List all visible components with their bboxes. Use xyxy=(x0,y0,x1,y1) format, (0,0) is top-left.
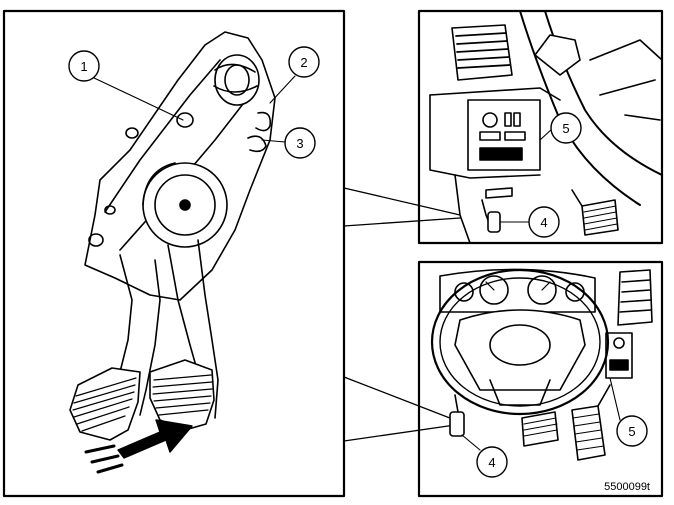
main-leader-lines xyxy=(91,75,296,143)
callout-1-label: 1 xyxy=(80,59,87,74)
top-inset-frame xyxy=(417,9,664,245)
bottom-callout-4-label: 4 xyxy=(488,455,495,470)
callout-3-label: 3 xyxy=(296,136,303,151)
bottom-callout-4-circle xyxy=(476,446,508,478)
direction-arrow xyxy=(84,419,193,474)
bottom-callout-5-label: 5 xyxy=(628,424,635,439)
pedal-pad-ribs xyxy=(72,374,213,432)
callout-2-circle xyxy=(288,46,320,78)
callout-3-circle xyxy=(284,127,316,159)
top-callout-5-label: 5 xyxy=(562,121,569,136)
bottom-callout-5-circle xyxy=(616,415,648,447)
cockpit-illustration xyxy=(430,268,653,461)
bottom-leader-4 xyxy=(461,434,481,451)
main-panel-frame xyxy=(2,9,346,498)
callout-1-circle xyxy=(68,50,100,82)
connector-lines xyxy=(343,187,461,442)
top-callout-5-circle xyxy=(550,112,582,144)
bottom-inset-frame xyxy=(417,260,664,498)
bottom-leader-5 xyxy=(609,377,621,421)
top-callout-4-circle xyxy=(528,206,560,238)
dashboard-lower-illustration xyxy=(429,10,663,244)
figure-code: 5500099t xyxy=(604,481,650,493)
top-callout-4-label: 4 xyxy=(540,215,547,230)
pedal-assembly-illustration xyxy=(69,31,276,441)
callout-2-label: 2 xyxy=(300,55,307,70)
